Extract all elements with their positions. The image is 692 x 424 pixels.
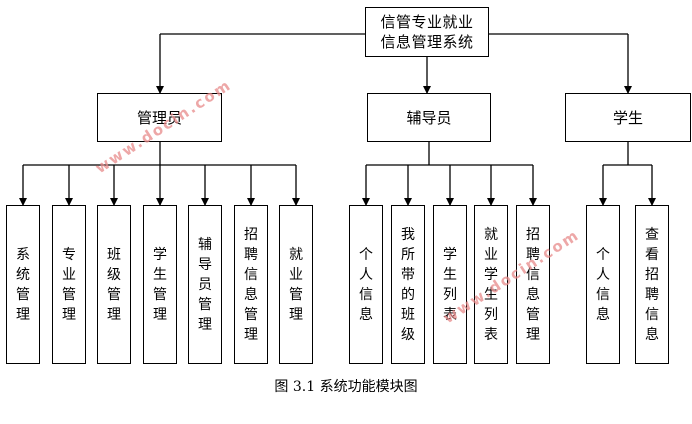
module-label: 辅 导 员 管 理 [198,236,212,333]
module-label: 个 人 信 息 [596,246,610,323]
module-box: 专 业 管 理 [52,205,86,364]
module-box: 招 聘 信 息 管 理 [516,205,550,364]
module-label: 就 业 学 生 列 表 [484,226,498,343]
module-box: 我 所 带 的 班 级 [391,205,425,364]
module-label: 系 统 管 理 [16,246,30,323]
module-box: 系 统 管 理 [6,205,40,364]
module-label: 招 聘 信 息 管 理 [244,226,258,343]
module-box: 查 看 招 聘 信 息 [635,205,669,364]
group-label-admin: 管理员 [136,108,182,127]
module-box: 辅 导 员 管 理 [188,205,222,364]
root-box: 信管专业就业 信息管理系统 [365,7,489,57]
module-box: 学 生 管 理 [143,205,177,364]
group-label-student: 学生 [612,108,643,127]
module-box: 招 聘 信 息 管 理 [234,205,268,364]
module-label: 学 生 列 表 [443,246,457,323]
root-label: 信管专业就业 信息管理系统 [380,13,474,51]
module-label: 个 人 信 息 [359,246,373,323]
module-label: 我 所 带 的 班 级 [401,226,415,343]
module-label: 班 级 管 理 [107,246,121,323]
group-box-counselor: 辅导员 [367,93,491,142]
module-label: 招 聘 信 息 管 理 [526,226,540,343]
module-label: 就 业 管 理 [289,246,303,323]
module-box: 个 人 信 息 [586,205,620,364]
module-box: 就 业 学 生 列 表 [474,205,508,364]
group-label-counselor: 辅导员 [406,108,452,127]
module-label: 查 看 招 聘 信 息 [645,226,659,343]
module-box: 班 级 管 理 [97,205,131,364]
group-box-admin: 管理员 [97,93,222,142]
module-box: 学 生 列 表 [433,205,467,364]
module-box: 个 人 信 息 [349,205,383,364]
module-label: 专 业 管 理 [62,246,76,323]
group-box-student: 学生 [565,93,691,142]
figure-caption: 图 3.1 系统功能模块图 [274,379,418,395]
module-label: 学 生 管 理 [153,246,167,323]
module-box: 就 业 管 理 [279,205,313,364]
